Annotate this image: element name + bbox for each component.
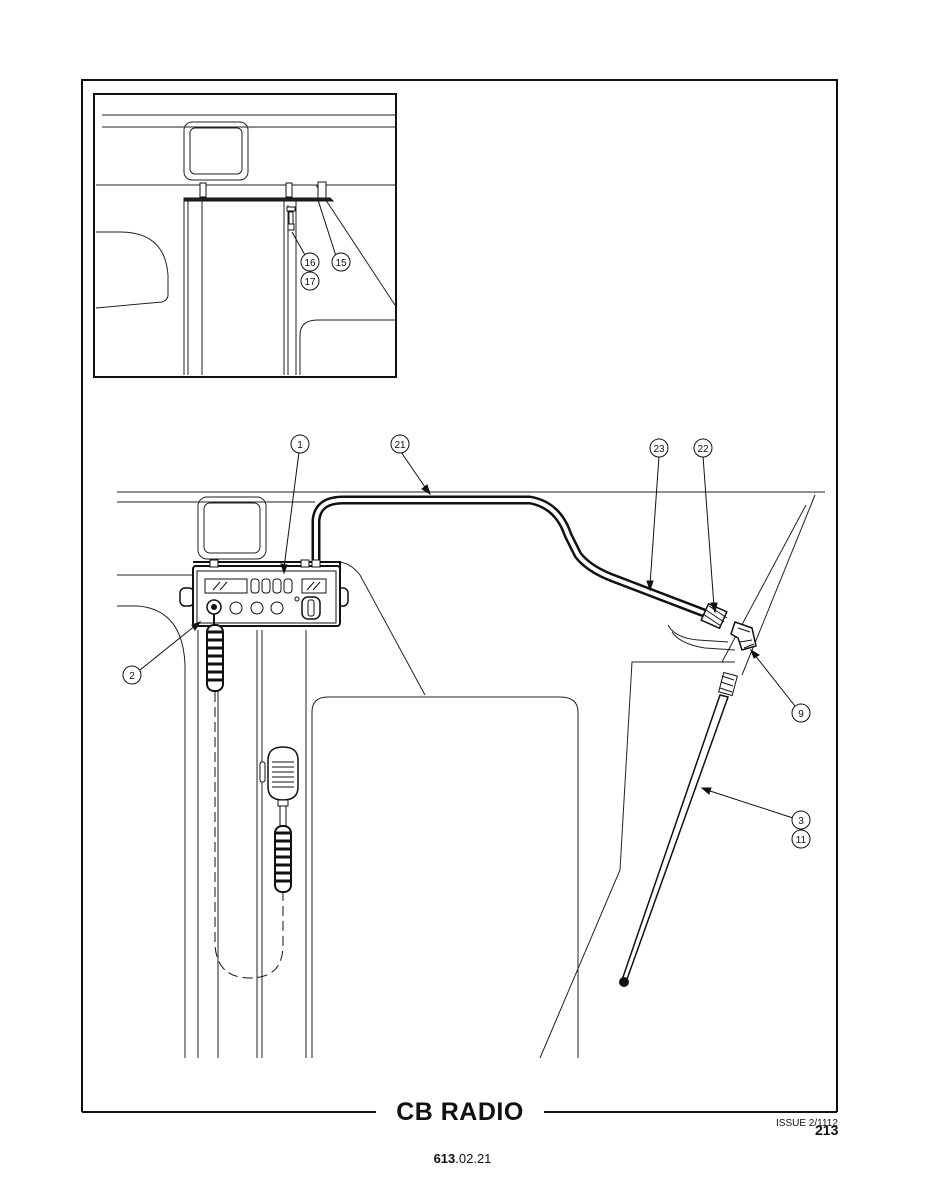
callout-label: 1 [297,440,303,451]
callout-label: 3 [798,816,804,827]
callout-9: 9 [791,703,811,723]
callout-label: 15 [335,258,347,269]
callout-label: 17 [304,277,316,288]
callout-11: 11 [791,829,811,849]
callout-label: 11 [796,835,807,846]
issue-label: ISSUE 2/1112 [776,1118,838,1129]
callout-16: 16 [300,252,320,272]
cab-structure [117,491,825,1059]
callout-label: 21 [394,440,406,451]
callout-label: 16 [304,258,316,269]
microphone-icon [259,746,299,893]
document-reference: 613.02.21 [0,1151,925,1166]
callout-label: 9 [798,709,804,720]
coax-cable [311,495,714,621]
antenna-icon [619,671,738,987]
callout-22: 22 [693,438,713,458]
callout-label: 2 [129,671,135,682]
page-title: CB RADIO [376,1094,544,1130]
doc-ref-rest: .02.21 [455,1151,492,1166]
callout-1: 1 [290,434,310,454]
dome-light-icon [197,496,267,560]
bolt-icon [286,206,296,231]
callout-label: 22 [697,444,709,455]
page-number: 213 [815,1122,839,1138]
title-band: CB RADIO [0,1094,925,1130]
callout-label: 23 [653,444,665,455]
callout-17: 17 [300,271,320,291]
elbow-adapter-icon [730,621,757,651]
cb-radio-unit [179,559,349,627]
outer-frame [81,79,838,1112]
callout-2: 2 [122,665,142,685]
callout-3: 3 [791,810,811,830]
connector-icon [700,602,728,630]
coiled-cord [206,614,284,979]
callout-21: 21 [390,434,410,454]
callout-23: 23 [649,438,669,458]
leader-lines [139,451,796,819]
callout-15: 15 [331,252,351,272]
inset-detail [93,93,397,378]
doc-ref-bold: 613 [433,1151,456,1166]
